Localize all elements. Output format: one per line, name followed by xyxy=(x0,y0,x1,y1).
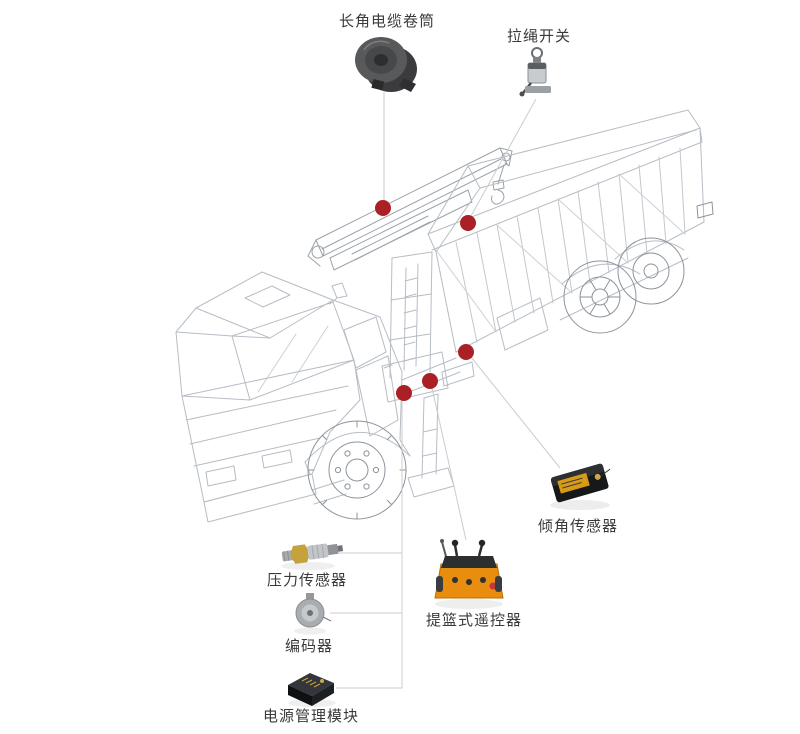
hotspot-dots xyxy=(375,200,476,401)
crane-hook-icon xyxy=(491,189,505,205)
encoder-image xyxy=(294,593,332,635)
bed-slats xyxy=(455,147,686,343)
basket-remote-image xyxy=(434,539,504,609)
power-module-image xyxy=(288,673,336,707)
truck-cab xyxy=(175,271,411,523)
tilt-sensor-image xyxy=(550,463,611,510)
hotspot-cable-reel[interactable] xyxy=(375,200,391,216)
hotspot-pressure-sensor[interactable] xyxy=(396,385,412,401)
component-images xyxy=(281,37,611,707)
pressure-sensor-image xyxy=(281,543,344,570)
label-pressure-sensor: 压力传感器 xyxy=(266,571,348,589)
label-power-module: 电源管理模块 xyxy=(262,707,360,725)
label-pull-rope-switch: 拉绳开关 xyxy=(506,27,572,45)
connector-power-module xyxy=(336,398,403,689)
label-encoder: 编码器 xyxy=(284,637,334,655)
label-tilt-sensor: 倾角传感器 xyxy=(537,517,619,535)
crane-pedestal xyxy=(381,251,449,403)
hotspot-basket-remote[interactable] xyxy=(422,373,438,389)
label-cable-reel: 长角电缆卷筒 xyxy=(338,12,436,30)
truck-front-wheel xyxy=(307,420,407,520)
cable-reel-image xyxy=(355,37,417,92)
label-basket-remote: 提篮式遥控器 xyxy=(425,611,523,629)
bed-mesh-lines xyxy=(435,173,686,333)
pull-rope-switch-image xyxy=(519,47,551,97)
cargo-bed xyxy=(427,109,714,353)
hotspot-pull-rope-switch[interactable] xyxy=(460,215,476,231)
connector-pull-rope-switch xyxy=(470,98,537,217)
truck-rear-wheels xyxy=(563,237,685,334)
truck-wireframe xyxy=(175,109,714,523)
connector-lines xyxy=(330,92,561,689)
crane-boom xyxy=(307,147,513,271)
connector-tilt-sensor xyxy=(470,356,561,469)
connector-basket-remote xyxy=(431,387,467,541)
hotspot-tilt-sensor[interactable] xyxy=(458,344,474,360)
